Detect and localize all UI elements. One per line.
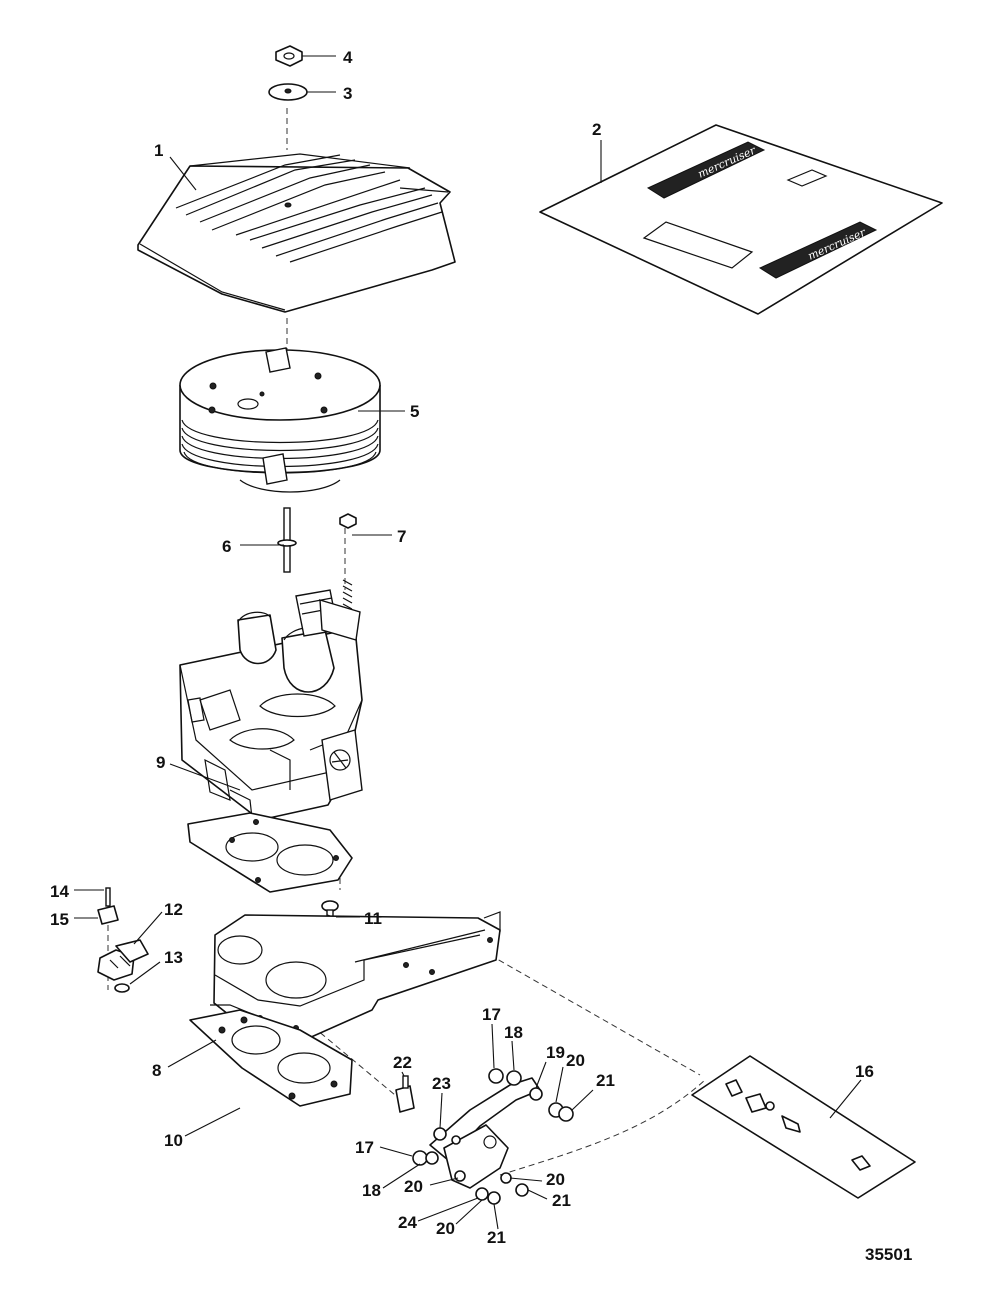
callout-17-bottom: 17 xyxy=(355,1138,374,1157)
callout-21-right: 21 xyxy=(552,1191,571,1210)
callout-21-top: 21 xyxy=(596,1071,615,1090)
part-2-decal-sheet: mercruiser mercruiser xyxy=(539,124,943,315)
figure-number: 35501 xyxy=(865,1245,912,1264)
part-16-hardware-kit xyxy=(691,1055,916,1199)
part-22-fitting xyxy=(395,1075,415,1113)
callout-22: 22 xyxy=(393,1053,412,1072)
callout-7: 7 xyxy=(397,527,406,546)
parts-12-15-throttle-sensor xyxy=(97,887,149,993)
callout-18-bottom: 18 xyxy=(362,1181,381,1200)
callout-19: 19 xyxy=(546,1043,565,1062)
part-4-wing-nut xyxy=(275,45,303,67)
callout-21-bottom: 21 xyxy=(487,1228,506,1247)
part-9-gasket xyxy=(187,812,353,893)
callout-17-top: 17 xyxy=(482,1005,501,1024)
callout-20-mid: 20 xyxy=(404,1177,423,1196)
callout-18-top: 18 xyxy=(504,1023,523,1042)
callout-1: 1 xyxy=(154,141,163,160)
callout-13: 13 xyxy=(164,948,183,967)
part-1-flame-arrestor-cover xyxy=(137,153,456,313)
callout-9: 9 xyxy=(156,753,165,772)
callout-11: 11 xyxy=(364,909,382,928)
callout-labels: 4 3 1 2 5 6 7 9 11 14 15 12 13 8 10 16 2… xyxy=(50,48,874,1247)
callout-24: 24 xyxy=(398,1213,417,1232)
part-6-stud xyxy=(277,507,297,573)
part-10-gasket xyxy=(189,1009,353,1107)
leader-lines xyxy=(74,55,862,1230)
part-5-flame-arrestor xyxy=(179,347,381,493)
callout-5: 5 xyxy=(410,402,419,421)
callout-12: 12 xyxy=(164,900,183,919)
callout-10: 10 xyxy=(164,1131,183,1150)
callout-20-right: 20 xyxy=(546,1170,565,1189)
part-3-washer xyxy=(268,83,308,101)
callout-14: 14 xyxy=(50,882,69,901)
callout-6: 6 xyxy=(222,537,231,556)
callout-16: 16 xyxy=(855,1062,874,1081)
callout-2: 2 xyxy=(592,120,601,139)
assembly-lines xyxy=(107,108,706,1176)
callout-20-top: 20 xyxy=(566,1051,585,1070)
callout-23: 23 xyxy=(432,1074,451,1093)
callout-3: 3 xyxy=(343,84,352,103)
callout-8: 8 xyxy=(152,1061,161,1080)
callout-20-bottom: 20 xyxy=(436,1219,455,1238)
throttle-body-assembly xyxy=(179,589,363,821)
callout-4: 4 xyxy=(343,48,353,67)
callout-15: 15 xyxy=(50,910,69,929)
part-7-nut xyxy=(339,513,357,610)
